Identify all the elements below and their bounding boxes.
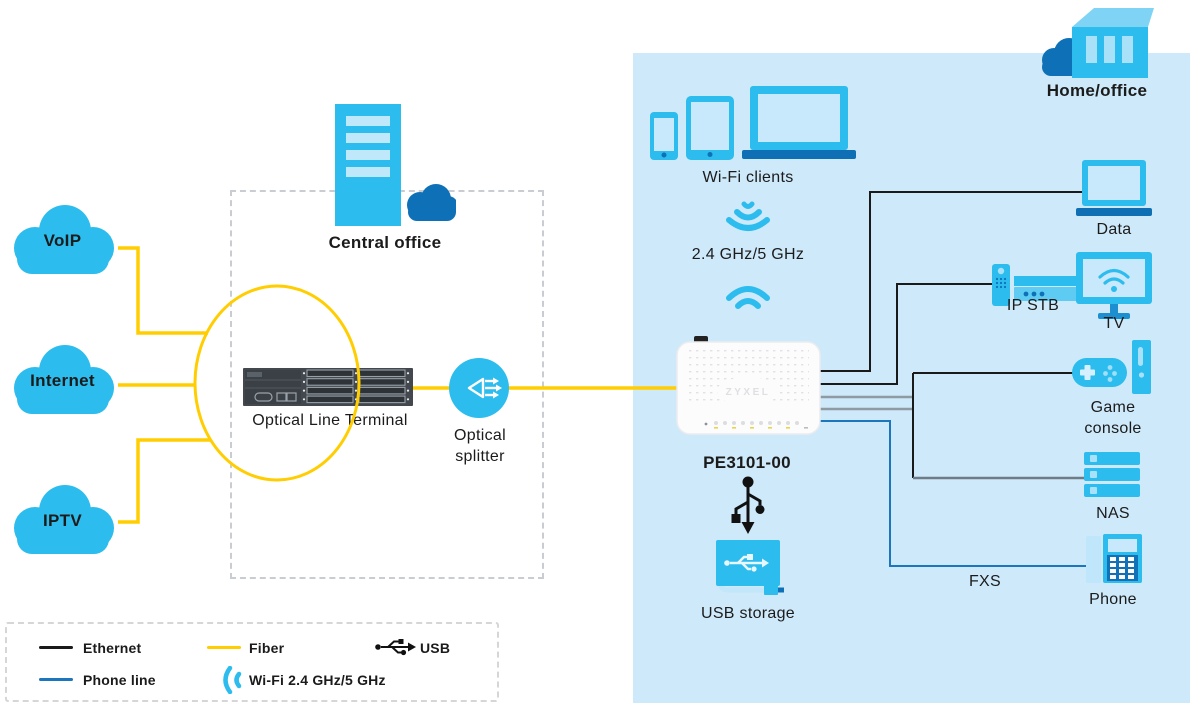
usb-storage-label: USB storage [700, 605, 795, 622]
cloud-voip: VoIP [5, 198, 120, 283]
router-icon: ZYXEL [676, 336, 821, 435]
legend-ethernet-label: Ethernet [83, 640, 142, 656]
central-office-building-icon [335, 104, 456, 226]
legend: Ethernet Fiber USB Phone line Wi-Fi 2.4 … [5, 622, 499, 702]
wifi-clients-label: Wi-Fi clients [702, 169, 794, 186]
legend-wifi-label: Wi-Fi 2.4 GHz/5 GHz [249, 672, 386, 688]
ip-stb-label: IP STB [1006, 297, 1060, 314]
legend-fiber-label: Fiber [249, 640, 285, 656]
olt-label: Optical Line Terminal [252, 412, 408, 429]
phone-line-fxs [818, 420, 1087, 567]
wifi-up-icon [726, 286, 770, 309]
olt-highlight-ellipse [193, 284, 361, 482]
fxs-label: FXS [968, 573, 1002, 590]
usb-storage-icon [716, 540, 784, 595]
data-label: Data [1096, 221, 1132, 238]
legend-ethernet-swatch [39, 646, 73, 649]
splitter-label: Optical splitter [454, 427, 506, 465]
tv-icon [1076, 252, 1152, 319]
usb-connector-icon [731, 476, 765, 534]
wifi-clients-icons [650, 86, 856, 160]
home-office-label: Home/office [1046, 81, 1148, 100]
cloud-icon [14, 205, 114, 274]
router-brand-text: ZYXEL [726, 387, 771, 398]
phone-label: Phone [1089, 591, 1137, 608]
home-office-building-icon [1042, 8, 1154, 78]
smartphone-icon [650, 112, 678, 160]
cloud-icon [14, 485, 114, 554]
optical-line-terminal-icon [243, 368, 413, 406]
cloud-internet: Internet [5, 338, 120, 423]
fiber-line-iptv [118, 438, 210, 524]
tablet-icon [686, 96, 734, 160]
cloud-icon [14, 345, 114, 414]
optical-splitter-icon [449, 358, 509, 418]
nas-icon [1084, 452, 1140, 497]
data-laptop-icon [1076, 160, 1152, 216]
cloud-iptv: IPTV [5, 478, 120, 563]
ip-stb-icon [992, 264, 1078, 306]
game-console-icon [1072, 340, 1151, 394]
router-model-label: PE3101-00 [703, 453, 791, 472]
legend-wifi-icon [223, 666, 242, 694]
ethernet-line-data [818, 191, 1083, 372]
central-office-label: Central office [328, 233, 442, 252]
legend-phone-line-swatch [39, 678, 73, 681]
ethernet-line-ipstb [818, 283, 993, 385]
game-console-label: Game console [1084, 399, 1142, 437]
cloud-internet-label: Internet [30, 371, 95, 390]
central-office-cloud-icon [407, 184, 456, 221]
tv-label: TV [1103, 315, 1125, 332]
legend-usb-label: USB [420, 640, 451, 656]
cloud-iptv-label: IPTV [43, 511, 82, 530]
fiber-line-voip [118, 246, 208, 335]
router-led-row [704, 421, 808, 429]
laptop-icon [742, 86, 856, 159]
legend-phone-line-label: Phone line [83, 672, 156, 688]
nas-label: NAS [1096, 505, 1130, 522]
legend-fiber-swatch [207, 646, 241, 649]
desk-phone-icon [1086, 534, 1142, 583]
wifi-down-icon [726, 201, 770, 231]
legend-usb-icon [375, 639, 416, 656]
cloud-voip-label: VoIP [43, 231, 82, 250]
wifi-band-label: 2.4 GHz/5 GHz [691, 246, 805, 263]
